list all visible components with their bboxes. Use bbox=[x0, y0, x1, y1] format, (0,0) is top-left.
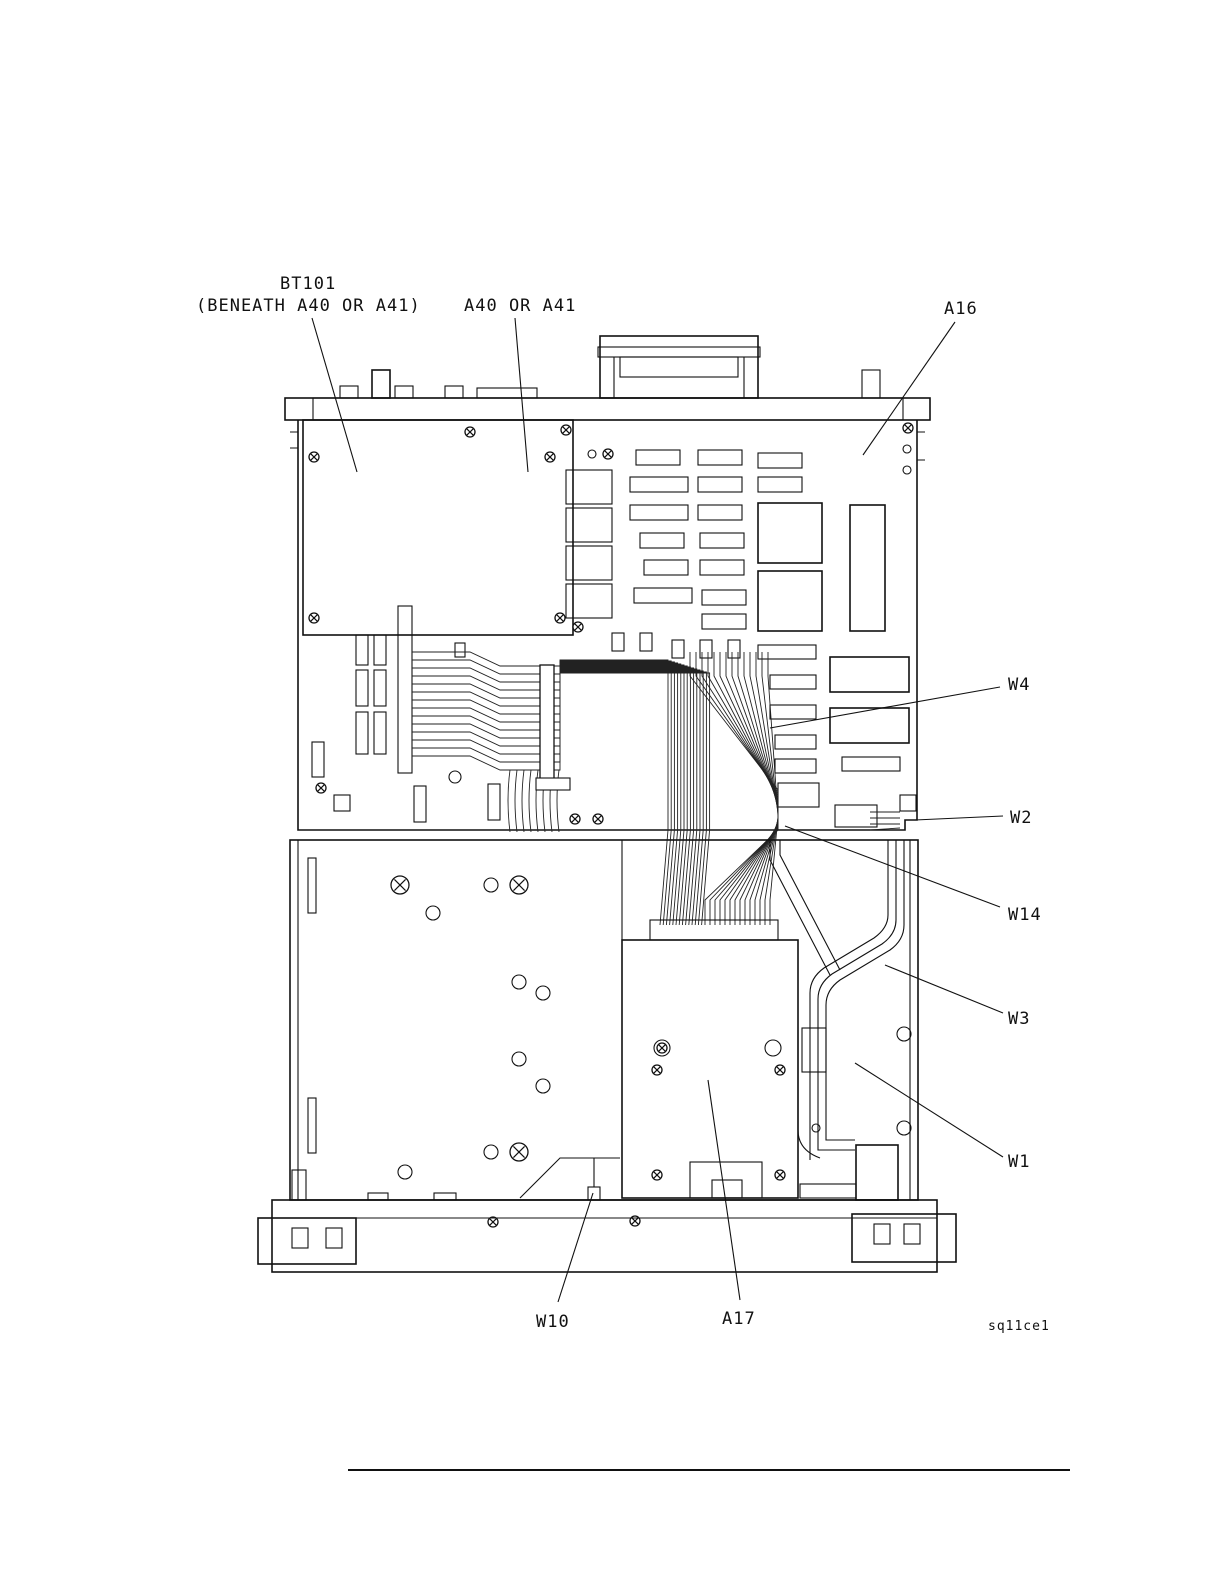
ribbon-wire bbox=[412, 672, 706, 925]
screw-icon bbox=[555, 613, 565, 623]
screw-icon bbox=[573, 622, 583, 632]
label-w4: W4 bbox=[1008, 675, 1030, 695]
ribbon-wire bbox=[412, 671, 703, 925]
ribbon-wire bbox=[412, 673, 710, 925]
leader-lines bbox=[312, 318, 1003, 1302]
a40-a41-board bbox=[303, 420, 573, 635]
screw-icon bbox=[391, 876, 409, 894]
hole-icon bbox=[426, 906, 440, 920]
screw-icon bbox=[657, 1043, 667, 1053]
screw-icon bbox=[561, 425, 571, 435]
rear-panel bbox=[285, 336, 930, 420]
ribbon-wire bbox=[744, 652, 778, 925]
lower-chassis bbox=[290, 840, 918, 1200]
screw-icon bbox=[593, 814, 603, 824]
label-w14: W14 bbox=[1008, 905, 1042, 925]
ribbon-wire bbox=[508, 770, 510, 832]
hole-icon bbox=[512, 975, 526, 989]
label-w3: W3 bbox=[1008, 1009, 1030, 1029]
hole-icon bbox=[484, 878, 498, 892]
screw-icon bbox=[903, 423, 913, 433]
screw-icon bbox=[309, 452, 319, 462]
label-a40-a41: A40 OR A41 bbox=[464, 296, 576, 316]
front-panel bbox=[258, 1200, 956, 1272]
screw-icon bbox=[510, 876, 528, 894]
screw-icon bbox=[775, 1065, 785, 1075]
screw-icon bbox=[510, 1143, 528, 1161]
hole-icon bbox=[484, 1145, 498, 1159]
hole-icon bbox=[897, 1121, 911, 1135]
a17-board bbox=[622, 920, 798, 1198]
ribbon-connector bbox=[536, 778, 570, 790]
figure-id: sq11ce1 bbox=[988, 1319, 1050, 1334]
ribbon-wire bbox=[696, 652, 778, 925]
screw-icon bbox=[465, 427, 475, 437]
label-w10: W10 bbox=[536, 1312, 570, 1332]
screw-icon bbox=[545, 452, 555, 462]
screw-icon bbox=[652, 1170, 662, 1180]
ribbon-wire bbox=[522, 770, 524, 832]
ribbon-connector bbox=[540, 665, 554, 785]
label-bt101: BT101 bbox=[280, 274, 336, 294]
label-w1: W1 bbox=[1008, 1152, 1030, 1172]
a16-board bbox=[290, 420, 925, 830]
hole-icon bbox=[536, 1079, 550, 1093]
ribbon-wire bbox=[714, 652, 778, 925]
screw-icon bbox=[652, 1065, 662, 1075]
ribbon-wire bbox=[529, 770, 531, 832]
label-a16: A16 bbox=[944, 299, 978, 319]
standoff-icon bbox=[765, 1040, 781, 1056]
screw-icon bbox=[775, 1170, 785, 1180]
hole-icon bbox=[536, 986, 550, 1000]
screw-icon bbox=[316, 783, 326, 793]
label-w2: W2 bbox=[1010, 808, 1032, 828]
semi-rigid-cables bbox=[770, 840, 904, 1200]
screw-icon bbox=[603, 449, 613, 459]
label-bt101-note: (BENEATH A40 OR A41) bbox=[196, 296, 421, 316]
screw-icon bbox=[309, 613, 319, 623]
hole-icon bbox=[897, 1027, 911, 1041]
ribbon-cable-w4 bbox=[412, 652, 778, 925]
hole-icon bbox=[512, 1052, 526, 1066]
ribbon-wire bbox=[515, 770, 517, 832]
screw-icon bbox=[570, 814, 580, 824]
label-a17: A17 bbox=[722, 1309, 756, 1329]
hole-icon bbox=[398, 1165, 412, 1179]
